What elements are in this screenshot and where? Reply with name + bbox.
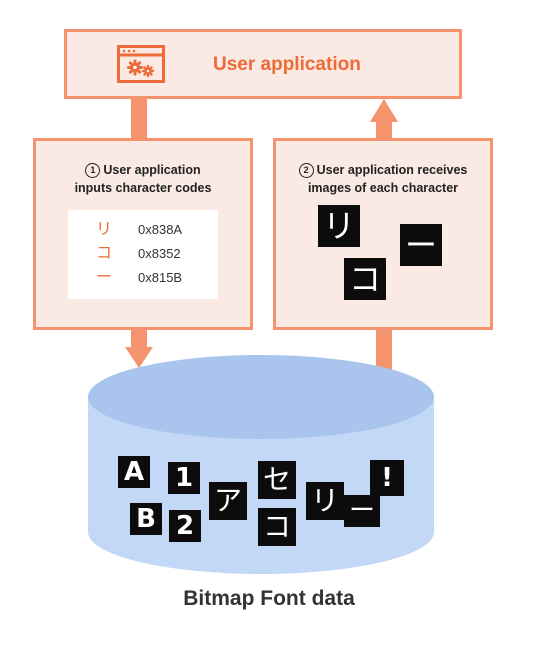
received-glyph-ko: コ (344, 258, 386, 300)
db-glyph-ri-katakana: リ (306, 482, 344, 520)
received-glyph-long-vowel: ー (400, 224, 442, 266)
arrow-db-to-step2-shaft (376, 328, 392, 370)
db-glyph-long-vowel: ー (344, 495, 380, 527)
code-hex: 0x8352 (138, 246, 181, 261)
step1-number-badge: 1 (85, 163, 101, 178)
step1-title-line2: inputs character codes (74, 181, 212, 195)
arrow-step2-to-app-head (370, 99, 398, 122)
app-settings-window-icon (117, 45, 165, 83)
code-char: リ (95, 221, 112, 238)
db-glyph-se-katakana: セ (258, 461, 296, 499)
code-row: リ 0x838A (68, 218, 218, 242)
cylinder-top (88, 355, 434, 439)
received-glyph-ri: リ (318, 205, 360, 247)
code-hex: 0x815B (138, 270, 183, 285)
code-row: ー 0x815B (68, 266, 218, 290)
db-glyph-exclamation: ! (370, 460, 404, 496)
step2-number-badge: 2 (298, 163, 314, 178)
db-glyph-B: B (130, 503, 162, 535)
db-glyph-2: 2 (169, 510, 201, 542)
code-row: コ 0x8352 (68, 242, 218, 266)
arrow-app-to-step1-shaft (131, 97, 147, 140)
step2-title-line2: images of each character (307, 181, 459, 195)
db-glyph-a-katakana: ア (209, 482, 247, 520)
db-glyph-ko-katakana: コ (258, 508, 296, 546)
user-application-box: User application (64, 29, 462, 99)
db-glyph-A: A (118, 456, 150, 488)
character-codes-panel: リ 0x838A コ 0x8352 ー 0x815B (68, 210, 218, 299)
arrow-step1-to-db-shaft (131, 328, 147, 352)
code-hex: 0x838A (138, 222, 183, 237)
app-title: User application (213, 54, 361, 75)
code-char: ー (95, 269, 112, 286)
step1-title-line1: User application (103, 163, 201, 177)
arrow-step1-to-db-head (125, 347, 153, 368)
database-caption: Bitmap Font data (183, 587, 355, 610)
db-glyph-1: 1 (168, 462, 200, 494)
code-char: コ (95, 245, 112, 262)
step2-title-line1: User application receives (316, 163, 468, 177)
arrow-step2-to-app-shaft (376, 117, 392, 140)
